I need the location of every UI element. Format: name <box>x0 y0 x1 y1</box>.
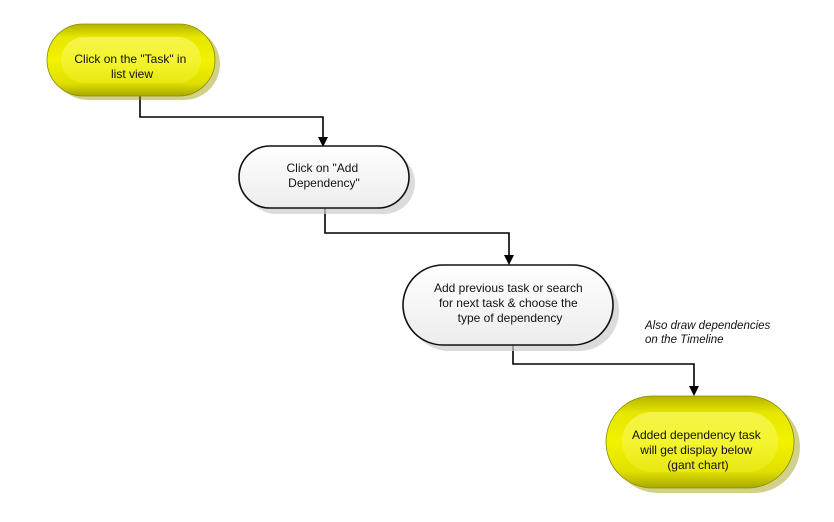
arrow-head-step2 <box>318 137 328 147</box>
connectors <box>139 96 699 396</box>
step-3-node: Add previous task or search for next tas… <box>402 264 619 351</box>
step-1-label: Click on the "Task" in list view <box>74 52 189 81</box>
arrow-head-step4 <box>689 386 699 396</box>
step-2-line-1: Click on "Add <box>287 161 359 175</box>
step-4-face <box>622 412 778 472</box>
step-4-node: Added dependency task will get display b… <box>605 395 800 493</box>
step-1-face <box>61 37 201 83</box>
step-1-line-2: list view <box>111 67 153 81</box>
annotation-line-1: Also draw dependencies <box>644 320 771 332</box>
step-1-line-1: Click on the "Task" in <box>74 52 186 66</box>
connector-step1-to-step2 <box>139 96 324 144</box>
step-3-label: Add previous task or search for next tas… <box>434 281 586 325</box>
annotation-line-2: on the Timeline <box>645 334 724 346</box>
connector-step3-to-step4 <box>512 344 695 392</box>
step-2-line-2: Dependency" <box>288 176 360 190</box>
arrow-head-step3 <box>504 255 514 265</box>
step-3-shape <box>402 264 614 346</box>
step-4-label: Added dependency task will get display b… <box>632 428 764 472</box>
step-4-line-3: (gant chart) <box>667 458 728 472</box>
step-3-line-1: Add previous task or search <box>434 281 583 295</box>
step-3-line-3: type of dependency <box>458 311 563 325</box>
timeline-annotation: Also draw dependencies on the Timeline <box>644 320 774 346</box>
step-2-node: Click on "Add Dependency" <box>238 145 415 214</box>
connector-step2-to-step3 <box>324 206 510 262</box>
step-1-node: Click on the "Task" in list view <box>46 23 220 100</box>
step-2-label: Click on "Add Dependency" <box>287 161 362 190</box>
step-4-line-2: will get display below <box>639 443 752 457</box>
step-4-line-1: Added dependency task <box>632 428 762 442</box>
step-3-line-2: for next task & choose the <box>439 296 578 310</box>
step-2-shape <box>238 145 410 209</box>
